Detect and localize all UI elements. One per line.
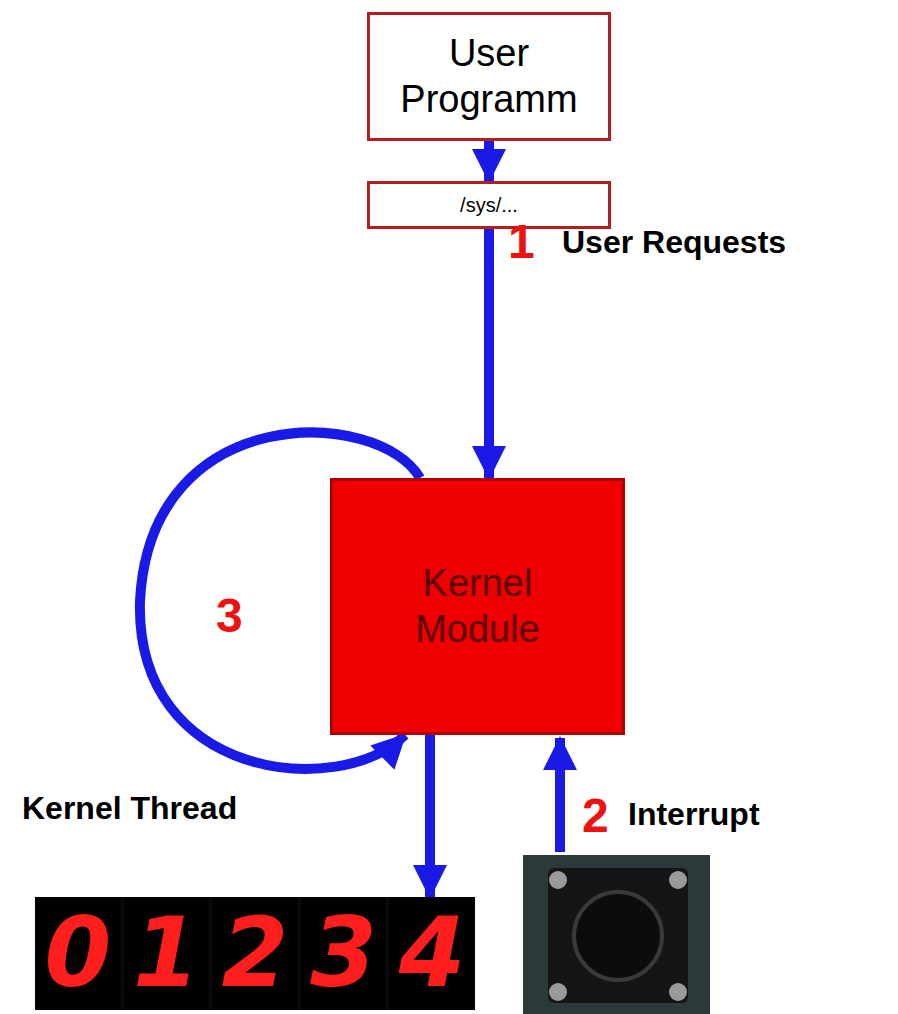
arrow-label: Kernel Thread — [22, 790, 237, 827]
seven-segment-display: 01234 — [35, 897, 475, 1010]
interrupt-arrow — [555, 738, 565, 852]
box-text: /sys/... — [460, 194, 518, 217]
display-digit: 2 — [212, 897, 298, 1010]
box-text: User Programm — [380, 31, 598, 122]
callout-number: 2 — [582, 788, 609, 843]
button-pin — [549, 871, 567, 889]
board — [523, 855, 710, 1014]
flow-arrow — [484, 141, 494, 181]
arrow-label: User Requests — [562, 224, 786, 261]
flow-arrow — [484, 229, 494, 478]
program-box: User Programm — [367, 12, 611, 141]
button-cap — [574, 892, 662, 980]
arrow-label: Interrupt — [628, 796, 760, 833]
display-digit: 0 — [35, 897, 121, 1010]
kernel-module-box: Kernel Module — [330, 478, 625, 735]
flow-arrow — [425, 735, 435, 897]
display-digit: 4 — [389, 897, 475, 1010]
sysfs-box: /sys/... — [367, 181, 611, 229]
button-body — [548, 868, 688, 1003]
display-digit: 1 — [124, 897, 210, 1010]
button-pin — [669, 871, 687, 889]
callout-number: 3 — [216, 588, 243, 643]
button-pin — [549, 983, 567, 1001]
callout-number: 1 — [508, 214, 535, 269]
display-digit: 3 — [301, 897, 387, 1010]
button-pin — [669, 983, 687, 1001]
box-text: Kernel Module — [383, 561, 573, 652]
